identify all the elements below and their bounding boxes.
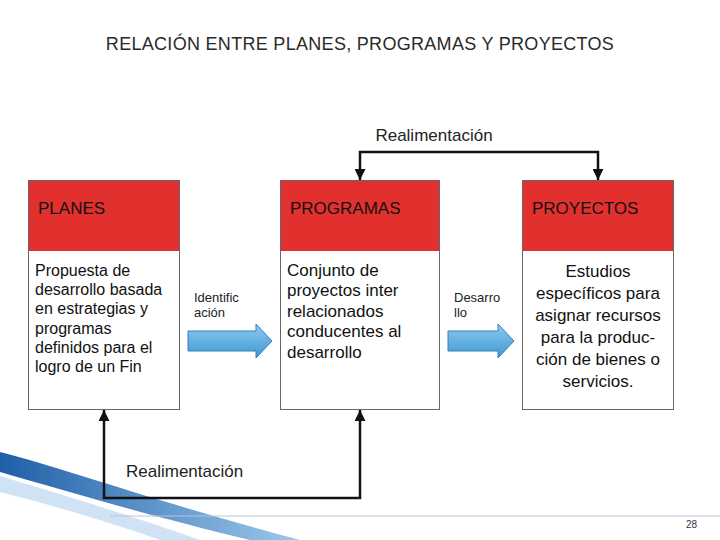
footer-line	[110, 516, 720, 517]
connector-label: Realimentación	[375, 126, 492, 146]
connector-label: Desarro llo	[454, 290, 510, 321]
body-text: Propuesta de desarrollo basada en estrat…	[35, 261, 173, 376]
feedback-connector	[360, 152, 598, 180]
column-box: PROGRAMAS Conjunto de proyectos inter rel…	[280, 180, 440, 410]
column-body: Propuesta de desarrollo basada en estrat…	[29, 251, 179, 384]
header-text: PROGRAMAS	[290, 199, 431, 219]
header-text: PROYECTOS	[532, 199, 665, 219]
header-text: PLANES	[38, 199, 171, 219]
column-header: PLANES	[29, 181, 179, 251]
column-box: PROYECTOS Estudios específicos para asign…	[522, 180, 674, 410]
page-number: 28	[686, 519, 697, 530]
connector-label: Realimentación	[126, 462, 243, 482]
connector-label: Identific ación	[194, 290, 256, 321]
column-body: Estudios específicos para asignar recurs…	[523, 251, 673, 402]
diagram-title: RELACIÓN ENTRE PLANES, PROGRAMAS Y PROYE…	[0, 34, 720, 55]
column-header: PROYECTOS	[523, 181, 673, 251]
body-text: Estudios específicos para asignar recurs…	[529, 261, 667, 394]
swoosh-light	[0, 476, 200, 540]
body-text: Conjunto de proyectos inter relacionados…	[287, 261, 433, 363]
swoosh	[0, 452, 300, 540]
column-header: PROGRAMAS	[281, 181, 439, 251]
feedback-connector	[104, 410, 360, 498]
column-box: PLANES Propuesta de desarrollo basada en …	[28, 180, 180, 410]
flow-arrow	[448, 324, 514, 358]
column-body: Conjunto de proyectos inter relacionados…	[281, 251, 439, 371]
flow-arrow	[188, 324, 272, 358]
